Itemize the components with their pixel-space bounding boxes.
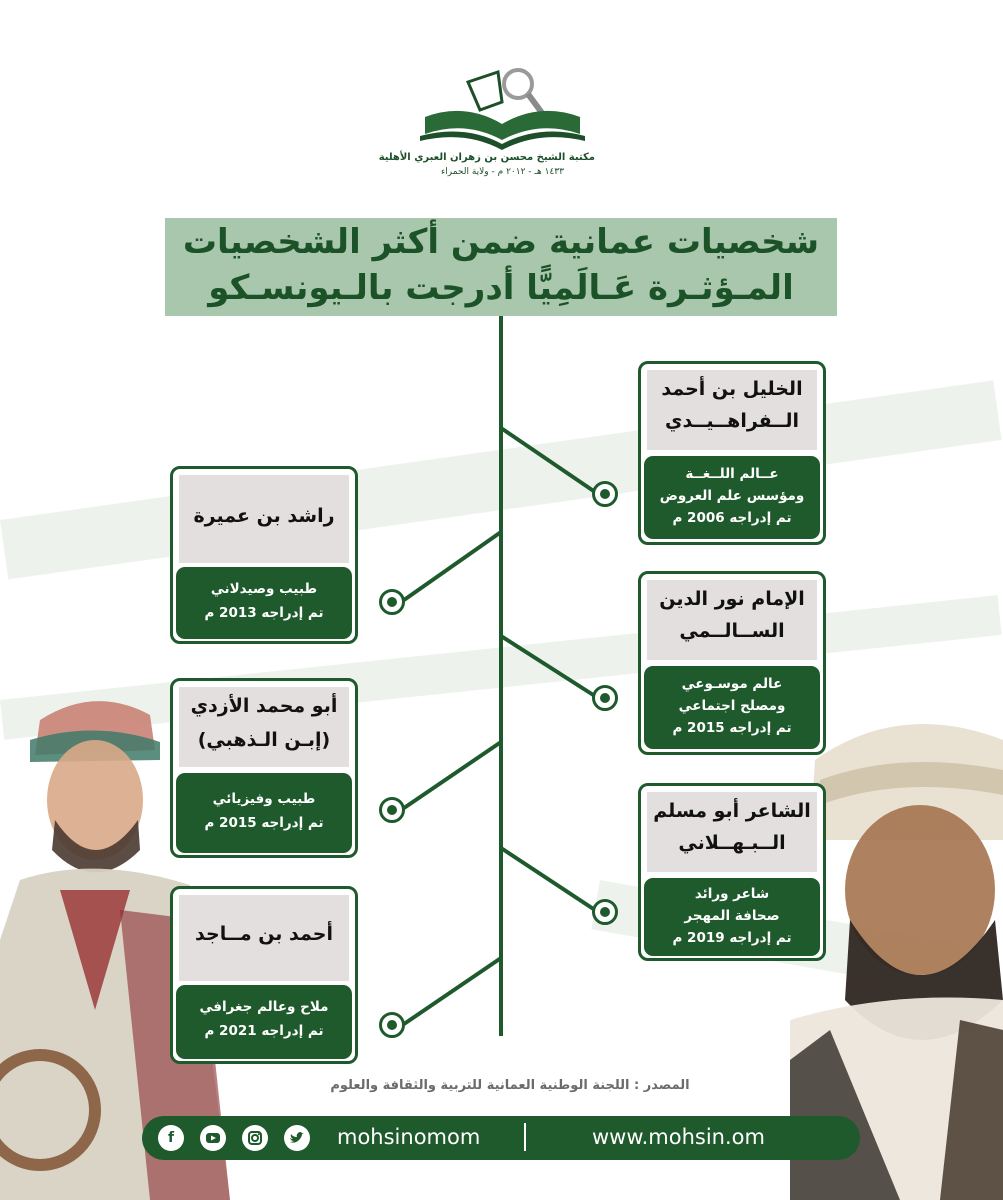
- card-name-line-2: الــبـهــلاني: [678, 832, 786, 854]
- card-description-box: طبيب وصيدلاني تم إدراجه 2013 م: [176, 567, 352, 639]
- timeline-node: [592, 685, 618, 711]
- person-card: الخليل بن أحمد الــفراهــيــدي عــالم ال…: [638, 361, 826, 545]
- connector-left-1: [402, 530, 503, 602]
- twitter-icon[interactable]: [284, 1125, 310, 1151]
- card-name-box: الشاعر أبو مسلم الــبـهــلاني: [647, 792, 817, 872]
- timeline-trunk: [499, 316, 503, 1036]
- card-name-box: الخليل بن أحمد الــفراهــيــدي: [647, 370, 817, 450]
- timeline-node: [379, 589, 405, 615]
- person-card: أحمد بن مــاجد ملاح وعالم جغرافي تم إدرا…: [170, 886, 358, 1064]
- card-description-1: طبيب وفيزيائي: [212, 791, 316, 807]
- timeline-node: [592, 481, 618, 507]
- card-name-line-1: الخليل بن أحمد: [661, 378, 803, 400]
- title-banner: شخصيات عمانية ضمن أكثر الشخصيات المـؤثـر…: [165, 218, 837, 316]
- card-year: تم إدراجه 2013 م: [204, 605, 324, 621]
- card-year: تم إدراجه 2019 م: [672, 930, 792, 946]
- card-name-box: راشد بن عميرة: [179, 475, 349, 563]
- connector-left-2: [402, 740, 503, 810]
- timeline-node: [592, 899, 618, 925]
- card-name-line-2: (إبـن الـذهبي): [197, 729, 331, 751]
- logo-title: مكتبة الشيخ محسن بن زهران العبري الأهلية: [378, 152, 595, 163]
- card-description-box: عــالم اللــغــة ومؤسس علم العروض تم إدر…: [644, 456, 820, 539]
- card-name-line-1: الإمام نور الدين: [659, 588, 805, 610]
- card-description-box: طبيب وفيزيائي تم إدراجه 2015 م: [176, 773, 352, 853]
- card-description-box: شاعر ورائد صحافة المهجر تم إدراجه 2019 م: [644, 878, 820, 956]
- card-name-box: أحمد بن مــاجد: [179, 895, 349, 981]
- card-year: تم إدراجه 2021 م: [204, 1023, 324, 1039]
- card-name-box: أبو محمد الأزدي (إبـن الـذهبي): [179, 687, 349, 767]
- person-card: الشاعر أبو مسلم الــبـهــلاني شاعر ورائد…: [638, 783, 826, 961]
- social-handle[interactable]: mohsinomom: [337, 1125, 481, 1149]
- card-description-2: صحافة المهجر: [684, 908, 780, 924]
- timeline-node: [379, 797, 405, 823]
- footer-separator: [524, 1123, 526, 1151]
- card-name-line-1: الشاعر أبو مسلم: [653, 800, 811, 822]
- logo-subtitle: ١٤٣٣ هـ - ٢٠١٢ م - ولاية الحمراء: [441, 167, 564, 177]
- card-description-1: شاعر ورائد: [694, 886, 770, 902]
- card-name-line-1: أبو محمد الأزدي: [190, 695, 338, 717]
- card-name-box: الإمام نور الدين الســالــمي: [647, 580, 817, 660]
- title-line-2: المـؤثـرة عَـالَمِيًّا أدرجت بالـيونسـكو: [208, 268, 794, 308]
- card-description-2: ومؤسس علم العروض: [659, 488, 805, 504]
- card-description-box: ملاح وعالم جغرافي تم إدراجه 2021 م: [176, 985, 352, 1059]
- card-name-line-2: الــفراهــيــدي: [665, 410, 799, 432]
- connector-left-3: [402, 956, 503, 1026]
- card-description-2: ومصلح اجتماعي: [678, 698, 786, 714]
- card-name-line-2: الســالــمي: [679, 620, 785, 642]
- card-year: تم إدراجه 2015 م: [672, 720, 792, 736]
- source-note: المصدر : اللجنة الوطنية العمانية للتربية…: [330, 1078, 690, 1093]
- library-logo: مكتبة الشيخ محسن بن زهران العبري الأهلية…: [378, 62, 595, 182]
- timeline-node: [379, 1012, 405, 1038]
- person-card: أبو محمد الأزدي (إبـن الـذهبي) طبيب وفيز…: [170, 678, 358, 858]
- card-year: تم إدراجه 2015 م: [204, 815, 324, 831]
- card-description-1: طبيب وصيدلاني: [210, 581, 318, 597]
- connector-right-1: [499, 426, 600, 496]
- book-logo-icon: [420, 68, 585, 150]
- title-line-1: شخصيات عمانية ضمن أكثر الشخصيات: [182, 222, 820, 262]
- facebook-icon[interactable]: f: [158, 1125, 184, 1151]
- card-description-box: عالم موسـوعي ومصلح اجتماعي تم إدراجه 201…: [644, 666, 820, 749]
- website-link[interactable]: www.mohsin.om: [592, 1125, 765, 1149]
- person-card: راشد بن عميرة طبيب وصيدلاني تم إدراجه 20…: [170, 466, 358, 644]
- youtube-icon[interactable]: [200, 1125, 226, 1151]
- card-name-line-1: راشد بن عميرة: [193, 505, 335, 527]
- instagram-icon[interactable]: [242, 1125, 268, 1151]
- connector-right-3: [499, 846, 600, 914]
- connector-right-2: [499, 634, 600, 700]
- card-name-line-1: أحمد بن مــاجد: [195, 923, 333, 945]
- card-year: تم إدراجه 2006 م: [672, 510, 792, 526]
- card-description-1: عــالم اللــغــة: [685, 466, 779, 482]
- footer-bar: f mohsinomom www.mohsin.om: [142, 1116, 860, 1160]
- card-description-1: عالم موسـوعي: [681, 676, 783, 692]
- person-card: الإمام نور الدين الســالــمي عالم موسـوع…: [638, 571, 826, 755]
- card-description-1: ملاح وعالم جغرافي: [199, 999, 329, 1015]
